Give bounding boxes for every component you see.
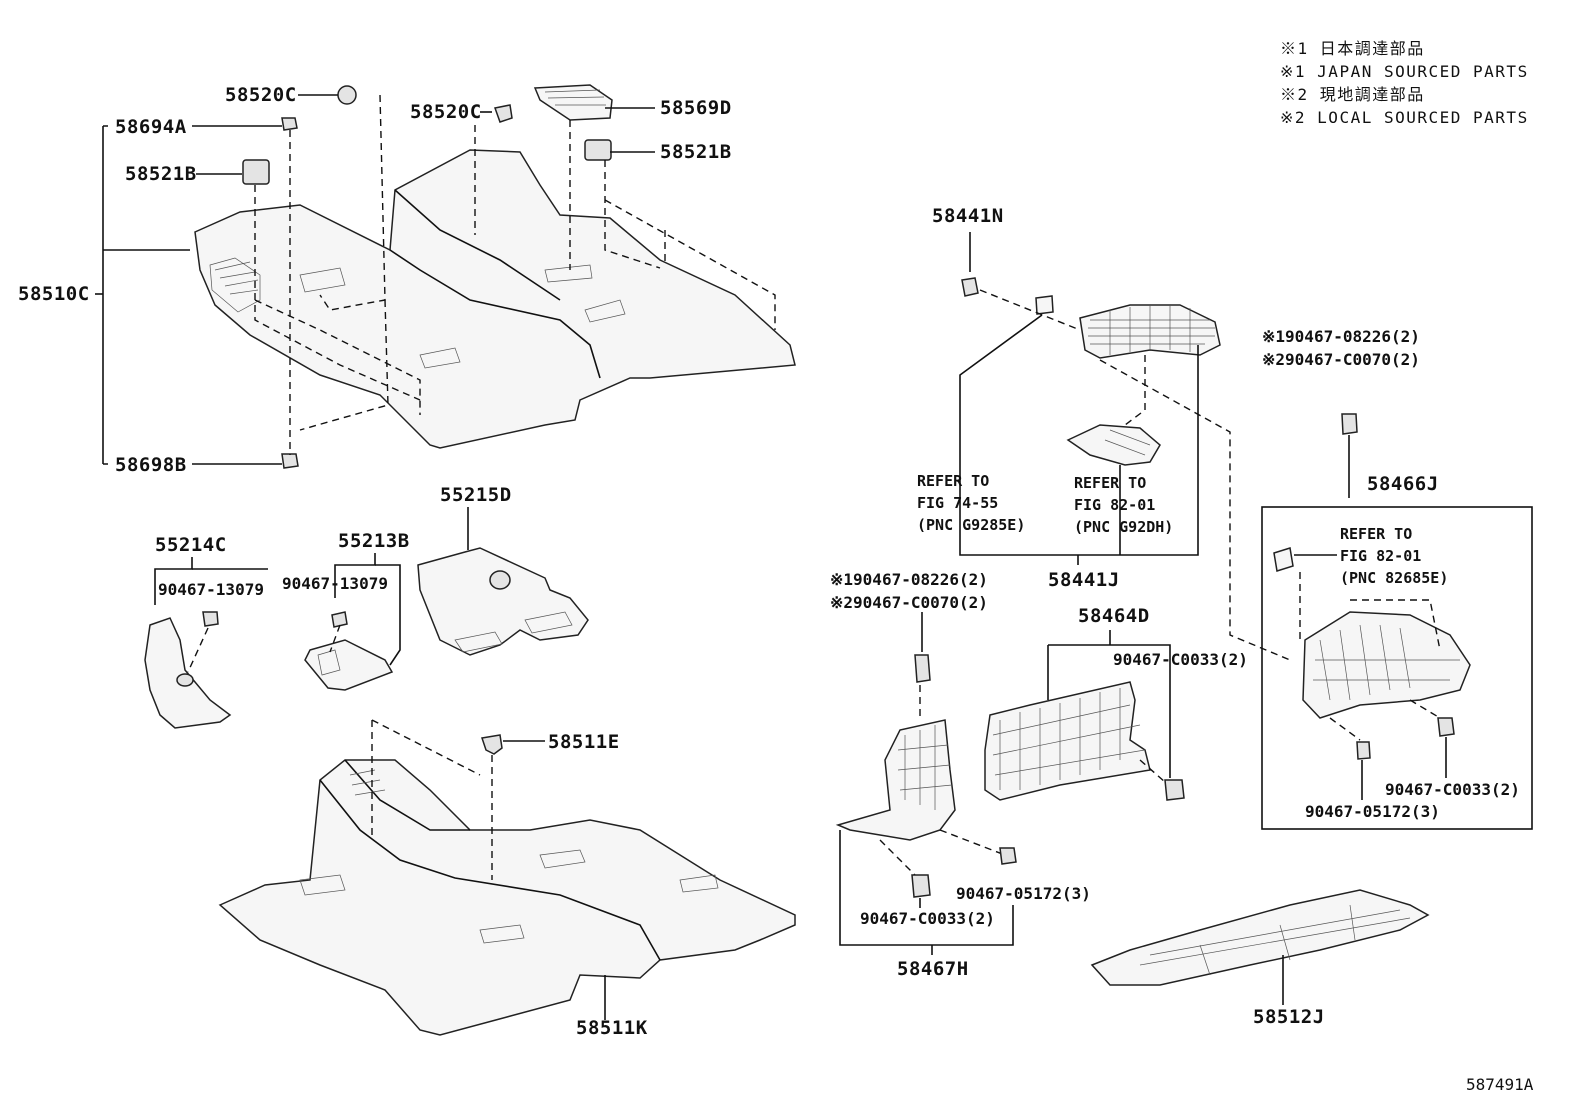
svg-text:(PNC G9285E): (PNC G9285E) — [917, 516, 1025, 534]
trim-58467H[interactable] — [835, 719, 956, 841]
silencer-58512J-group — [1090, 889, 1430, 1005]
svg-text:FIG 82-01: FIG 82-01 — [1074, 496, 1155, 514]
floor-carpet-assembly — [95, 84, 796, 469]
svg-text:(PNC G92DH): (PNC G92DH) — [1074, 518, 1173, 536]
label-58694A: 58694A — [115, 116, 187, 138]
diagram-code: 587491A — [1466, 1075, 1534, 1094]
bracket-58521B-a[interactable] — [242, 159, 270, 185]
grommet-58694A[interactable] — [281, 117, 298, 131]
small-mats — [144, 507, 589, 729]
legend-line-4: ※2 LOCAL SOURCED PARTS — [1280, 108, 1529, 127]
label-90467-13079-b: 90467-13079 — [282, 574, 388, 593]
svg-text:(PNC 82685E): (PNC 82685E) — [1340, 569, 1448, 587]
label-58569D: 58569D — [660, 97, 732, 119]
svg-text:REFER TO: REFER TO — [1074, 474, 1146, 492]
clip-90467-C0033-a[interactable] — [1164, 779, 1185, 801]
label-58511K: 58511K — [576, 1017, 648, 1039]
trim-58441J-group — [959, 232, 1221, 565]
label-90467-13079-a: 90467-13079 — [158, 580, 264, 599]
legend-line-3: ※2 現地調達部品 — [1280, 85, 1425, 104]
label-90467-C0033-a: 90467-C0033(2) — [1113, 650, 1248, 669]
label-58521B-b: 58521B — [660, 141, 732, 163]
panel-55214C[interactable] — [144, 617, 232, 729]
label-58520C-a: 58520C — [225, 84, 297, 106]
svg-text:FIG 82-01: FIG 82-01 — [1340, 547, 1421, 565]
clip-s1-08226-b[interactable] — [1341, 413, 1358, 435]
label-55213B: 55213B — [338, 530, 410, 552]
mat-55213B[interactable] — [304, 639, 394, 691]
label-90467-05172-a: 90467-05172(3) — [956, 884, 1091, 903]
label-58521B-a: 58521B — [125, 163, 197, 185]
clip-90467-05172-a[interactable] — [999, 847, 1017, 865]
label-55214C: 55214C — [155, 534, 227, 556]
trim-58464D[interactable] — [984, 681, 1151, 801]
label-58441J: 58441J — [1048, 569, 1120, 591]
trim-58467H-group — [835, 612, 1017, 955]
bracket-58521B-b[interactable] — [584, 139, 612, 161]
label-s1-08226-b: ※190467-08226(2) — [1262, 327, 1420, 346]
label-s1-08226-a: ※190467-08226(2) — [830, 570, 988, 589]
floor-carpet-58510C[interactable] — [194, 149, 796, 449]
label-58464D: 58464D — [1078, 605, 1150, 627]
label-58441N: 58441N — [932, 205, 1004, 227]
clip-90467-05172-b[interactable] — [1356, 741, 1371, 760]
ref-fig-74-55[interactable]: REFER TO FIG 74-55 (PNC G9285E) — [917, 472, 1025, 534]
silencer-58512J[interactable] — [1090, 889, 1430, 986]
ref-fig-82-01-82685e[interactable]: REFER TO FIG 82-01 (PNC 82685E) — [1340, 525, 1448, 587]
clip-58441N[interactable] — [961, 277, 979, 297]
label-90467-05172-b: 90467-05172(3) — [1305, 802, 1440, 821]
trim-58441J-lower[interactable] — [1066, 424, 1161, 466]
clip-90467-C0033-c[interactable] — [1437, 717, 1455, 737]
label-58511E: 58511E — [548, 731, 620, 753]
legend-line-2: ※1 JAPAN SOURCED PARTS — [1280, 62, 1529, 81]
trim-58464D-group — [984, 630, 1185, 801]
mat-55215D[interactable] — [417, 547, 589, 656]
label-58467H: 58467H — [897, 958, 969, 980]
clip-90467-C0033-b[interactable] — [911, 874, 931, 898]
label-55215D: 55215D — [440, 484, 512, 506]
legend: ※1 日本調達部品 ※1 JAPAN SOURCED PARTS ※2 現地調達… — [1280, 39, 1529, 127]
floor-silencer-58511K[interactable] — [218, 759, 796, 1036]
ref-fig-82-01-g92dh[interactable]: REFER TO FIG 82-01 (PNC G92DH) — [1074, 474, 1173, 536]
label-s2-C0070-b: ※290467-C0070(2) — [1262, 350, 1420, 369]
trim-58569D[interactable] — [533, 84, 613, 121]
legend-line-1: ※1 日本調達部品 — [1280, 39, 1425, 58]
label-58466J: 58466J — [1367, 473, 1439, 495]
label-90467-C0033-b: 90467-C0033(2) — [860, 909, 995, 928]
label-90467-C0033-c: 90467-C0033(2) — [1385, 780, 1520, 799]
svg-text:REFER TO: REFER TO — [1340, 525, 1412, 543]
clip-58520C-a[interactable] — [337, 85, 357, 105]
label-s2-C0070-a: ※290467-C0070(2) — [830, 593, 988, 612]
label-58698B: 58698B — [115, 454, 187, 476]
svg-text:FIG 74-55: FIG 74-55 — [917, 494, 998, 512]
trim-58466J-group — [1099, 359, 1533, 830]
box-58466J — [1261, 506, 1533, 830]
clip-58511E[interactable] — [481, 734, 503, 755]
grommet-58698B[interactable] — [281, 453, 299, 469]
svg-text:REFER TO: REFER TO — [917, 472, 989, 490]
label-58510C: 58510C — [18, 283, 90, 305]
clip-s1-08226-a[interactable] — [914, 654, 931, 683]
label-58520C-b: 58520C — [410, 101, 482, 123]
clip-58520C-b[interactable] — [494, 104, 513, 123]
label-58512J: 58512J — [1253, 1006, 1325, 1028]
floor-silencer-assembly — [218, 719, 796, 1036]
